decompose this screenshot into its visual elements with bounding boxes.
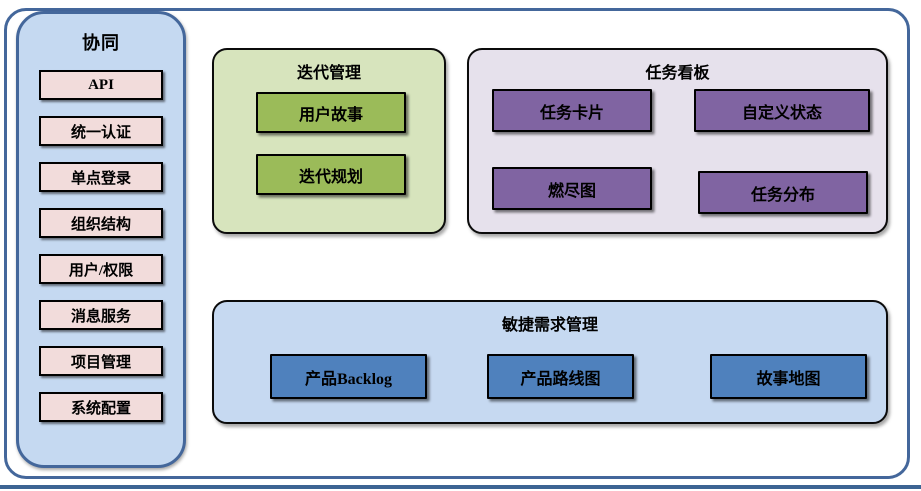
panel-iteration-title: 迭代管理	[296, 65, 361, 82]
panel-iteration-management: 迭代管理 用户故事 迭代规划	[212, 48, 446, 234]
card-product-backlog: 产品Backlog	[270, 354, 427, 399]
sidebar-item-system-config: 系统配置	[39, 392, 163, 422]
sidebar-item-list: API 统一认证 单点登录 组织结构 用户/权限 消息服务 项目管理 系统配置	[19, 70, 183, 422]
card-iteration-planning: 迭代规划	[256, 154, 406, 195]
sidebar-item-unified-auth: 统一认证	[39, 116, 163, 146]
panel-agile-requirements: 敏捷需求管理 产品Backlog 产品路线图 故事地图	[212, 300, 888, 424]
card-burndown-chart: 燃尽图	[492, 167, 652, 210]
panel-task-board: 任务看板 任务卡片 自定义状态 燃尽图 任务分布	[467, 48, 888, 234]
sidebar-item-project-management: 项目管理	[39, 346, 163, 376]
card-custom-status: 自定义状态	[694, 89, 870, 132]
panel-task-board-title: 任务看板	[645, 65, 710, 82]
card-user-story: 用户故事	[256, 92, 406, 133]
card-story-map: 故事地图	[710, 354, 867, 399]
sidebar-title: 协同	[82, 33, 120, 53]
sidebar-item-message-service: 消息服务	[39, 300, 163, 330]
card-product-roadmap: 产品路线图	[487, 354, 634, 399]
sidebar-collaboration: 协同 API 统一认证 单点登录 组织结构 用户/权限 消息服务 项目管理 系统…	[16, 11, 186, 468]
panel-agile-requirements-title: 敏捷需求管理	[501, 317, 598, 334]
sidebar-item-user-permissions: 用户/权限	[39, 254, 163, 284]
sidebar-item-sso: 单点登录	[39, 162, 163, 192]
sidebar-item-org-structure: 组织结构	[39, 208, 163, 238]
sidebar-item-api: API	[39, 70, 163, 100]
bottom-border-line	[0, 485, 921, 489]
card-task-card: 任务卡片	[492, 89, 652, 132]
card-task-distribution: 任务分布	[698, 171, 868, 214]
